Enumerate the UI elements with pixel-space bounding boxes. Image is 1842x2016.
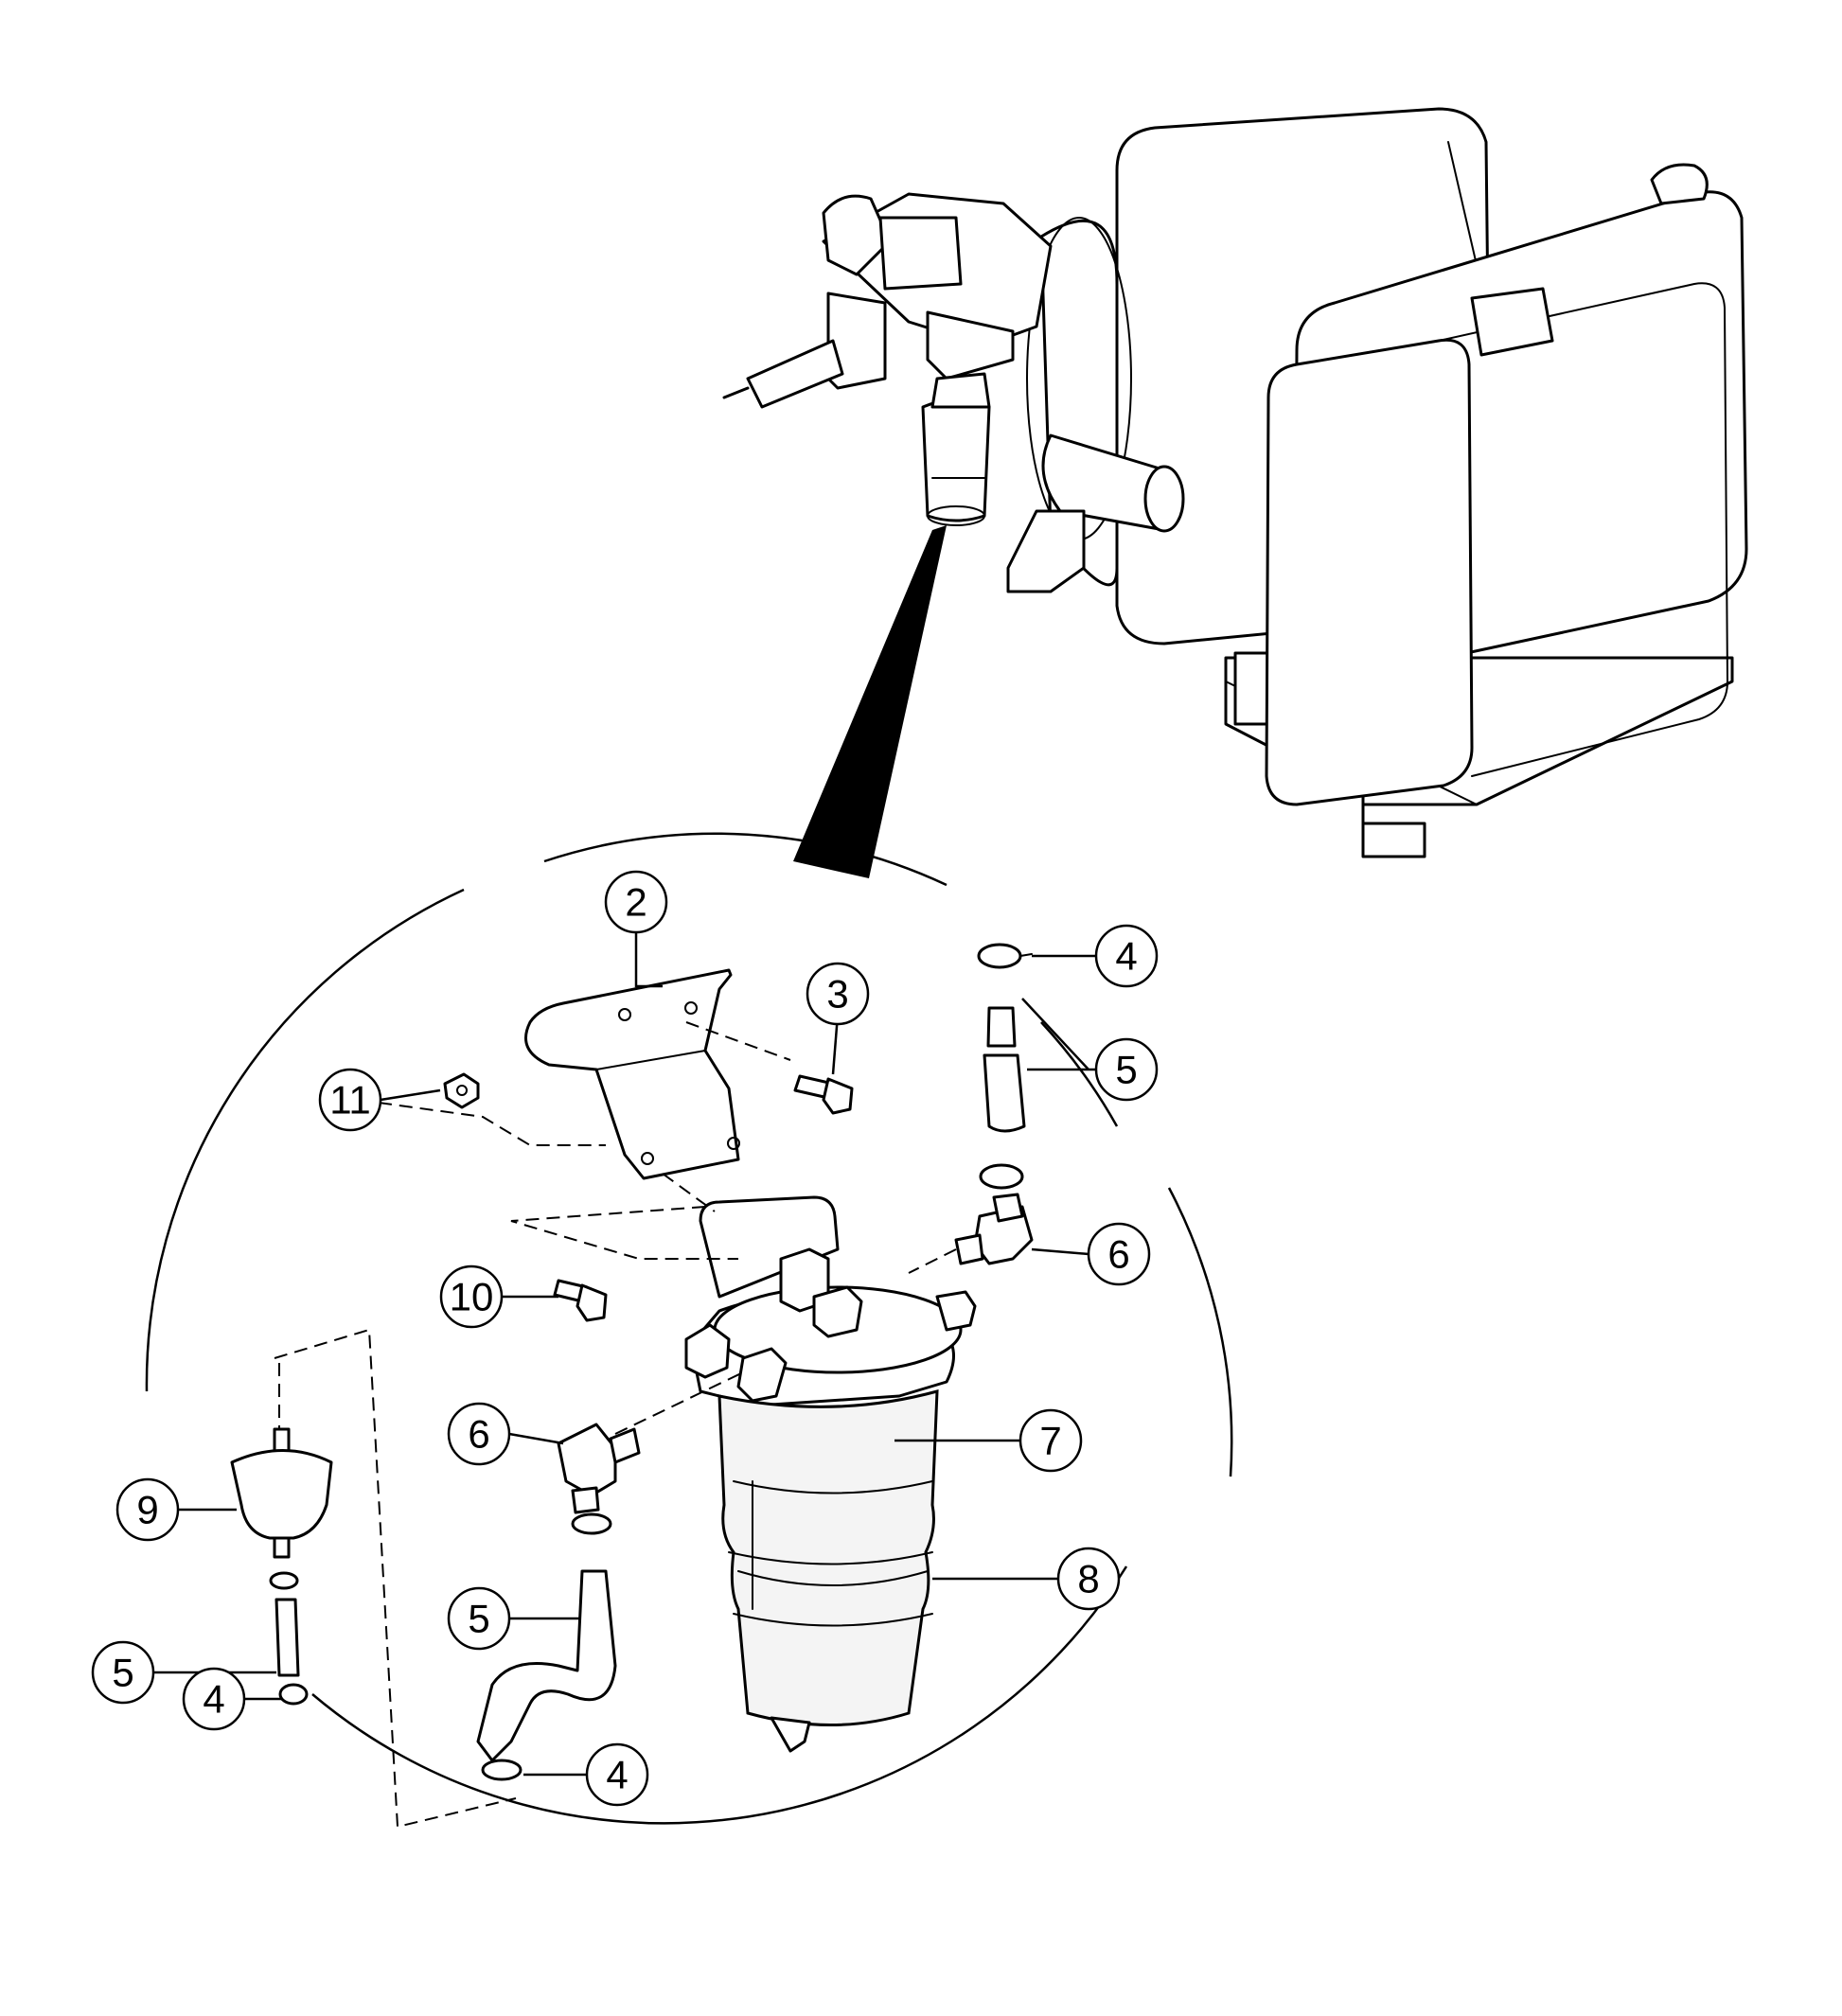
detail-view [145, 832, 1233, 1825]
hose-clamp-top [977, 943, 1033, 969]
callout-7: 7 [1018, 1408, 1083, 1473]
callout-label: 10 [450, 1275, 494, 1319]
callout-label: 6 [468, 1412, 489, 1457]
callout-label: 4 [203, 1677, 224, 1722]
callout-4-top: 4 [1094, 924, 1159, 988]
callout-3: 3 [806, 962, 870, 1026]
fuel-filter-water-separator [684, 1195, 977, 1753]
callout-label: 4 [606, 1753, 628, 1797]
hose-lower-curved [476, 1512, 617, 1781]
callout-4-left: 4 [182, 1667, 246, 1731]
callout-6-lower: 6 [447, 1402, 511, 1466]
callout-label: 2 [625, 880, 646, 925]
callout-10: 10 [439, 1264, 504, 1329]
bolt-large [553, 1279, 608, 1322]
inline-fuel-filter [230, 1427, 333, 1706]
callout-label: 8 [1077, 1557, 1099, 1601]
bolt-small [793, 1074, 854, 1115]
callout-label: 5 [1115, 1048, 1137, 1092]
callout-label: 4 [1115, 934, 1137, 979]
callout-8: 8 [1056, 1547, 1121, 1611]
callout-4-bottom: 4 [585, 1742, 649, 1807]
callout-label: 3 [826, 972, 848, 1017]
elbow-fitting-lower [557, 1423, 641, 1514]
engine-assembly [722, 107, 1748, 858]
callout-5-left: 5 [91, 1640, 155, 1705]
callout-label: 11 [329, 1078, 371, 1123]
mounting-bracket [524, 968, 740, 1180]
hose-upper [979, 1006, 1026, 1190]
elbow-fitting-upper [954, 1193, 1034, 1265]
callout-label: 9 [136, 1488, 158, 1532]
hex-nut [443, 1072, 480, 1109]
callout-label: 5 [112, 1651, 133, 1695]
callout-5-middle: 5 [447, 1586, 511, 1651]
callout-label: 5 [468, 1597, 489, 1641]
callout-5-top: 5 [1094, 1037, 1159, 1102]
callout-11: 11 [318, 1068, 382, 1132]
callout-label: 7 [1039, 1419, 1061, 1463]
zoom-pointer [793, 525, 947, 878]
callout-2: 2 [604, 870, 668, 934]
callout-label: 6 [1107, 1232, 1129, 1277]
callout-6-upper: 6 [1087, 1222, 1151, 1286]
callout-9: 9 [115, 1477, 180, 1542]
callouts: 2 3 4 5 11 6 10 6 [91, 870, 1159, 1807]
dashed-routing-lines [274, 1021, 957, 1829]
